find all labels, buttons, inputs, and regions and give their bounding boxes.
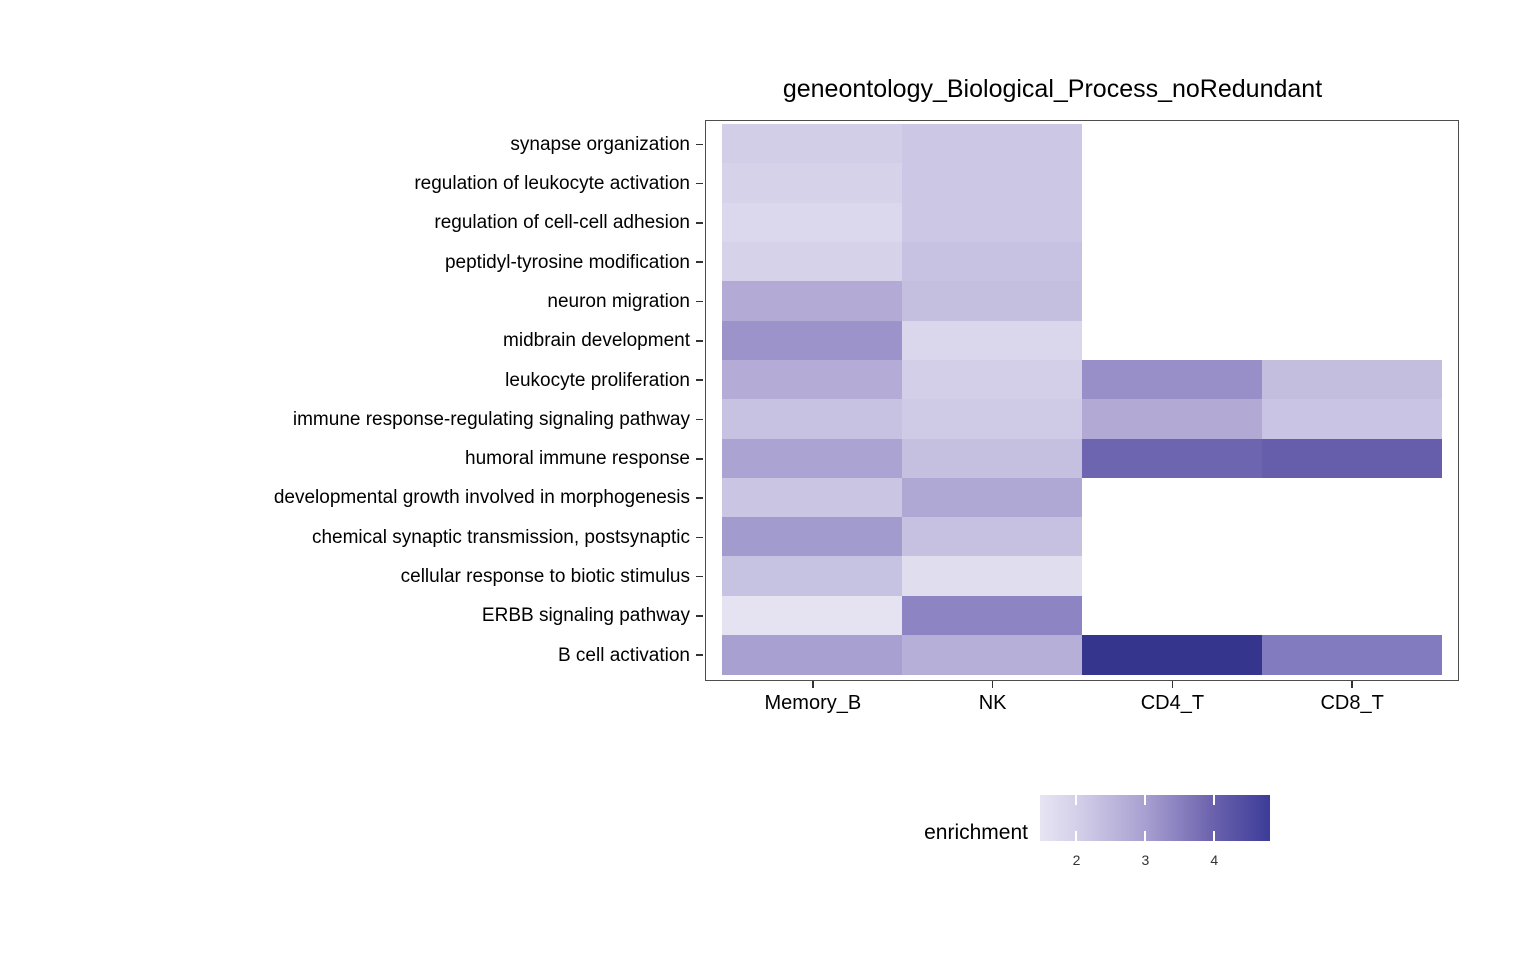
y-axis-tick — [696, 418, 703, 421]
row-label: chemical synaptic transmission, postsyna… — [311, 526, 690, 548]
heatmap-cell — [722, 320, 903, 361]
y-axis-tick — [696, 340, 703, 342]
heatmap-cell — [902, 242, 1083, 282]
legend-tick-mark — [1213, 831, 1216, 841]
heatmap-cell — [722, 281, 903, 322]
y-axis-tick — [696, 575, 703, 578]
x-axis-tick — [1351, 681, 1353, 688]
column-label: Memory_B — [764, 692, 862, 714]
y-axis-tick — [696, 379, 703, 381]
y-axis-tick — [696, 222, 703, 224]
row-label: neuron migration — [547, 290, 690, 312]
heatmap-cell — [1081, 359, 1263, 400]
legend-gradient-bar — [1040, 795, 1270, 841]
row-label: leukocyte proliferation — [505, 369, 690, 391]
heatmap-cell — [722, 242, 903, 282]
heatmap-cell — [722, 477, 903, 518]
row-label: cellular response to biotic stimulus — [400, 566, 690, 587]
heatmap-cell — [722, 556, 903, 597]
column-label: CD4_T — [1140, 692, 1205, 714]
y-axis-tick — [696, 182, 703, 185]
heatmap-cell — [1081, 635, 1263, 675]
heatmap-cell — [902, 320, 1083, 361]
legend-tick-mark — [1144, 831, 1147, 841]
heatmap-panel — [705, 120, 1459, 681]
row-label: immune response-regulating signaling pat… — [292, 408, 690, 430]
heatmap-cell — [902, 595, 1083, 636]
legend-tick-mark — [1075, 831, 1078, 841]
heatmap-cell — [1081, 399, 1263, 439]
x-axis-tick — [812, 681, 814, 688]
legend-title: enrichment — [924, 821, 1028, 844]
legend-tick-mark — [1144, 795, 1147, 805]
heatmap-cell — [722, 399, 903, 439]
y-axis-tick — [696, 654, 703, 657]
chart-title: geneontology_Biological_Process_noRedund… — [782, 75, 1323, 103]
heatmap-cell — [902, 438, 1083, 479]
heatmap-cell — [902, 359, 1083, 400]
heatmap-cell — [902, 202, 1083, 243]
heatmap-cell — [722, 124, 903, 164]
heatmap-cell — [722, 202, 903, 243]
y-axis-tick — [696, 536, 703, 539]
heatmap-cell — [722, 595, 903, 636]
y-axis-tick — [696, 615, 703, 617]
column-label: NK — [978, 692, 1007, 714]
heatmap-cell — [902, 635, 1083, 675]
row-label: midbrain development — [503, 330, 690, 352]
heatmap-cell — [902, 517, 1083, 557]
row-label: peptidyl-tyrosine modification — [444, 251, 690, 273]
y-axis-tick — [696, 497, 703, 499]
row-label: synapse organization — [510, 133, 690, 155]
y-axis-tick — [696, 457, 703, 460]
y-axis-tick — [696, 300, 703, 303]
heatmap-cell — [902, 281, 1083, 322]
legend-tick-label: 2 — [1072, 852, 1081, 868]
y-axis-tick — [696, 261, 703, 264]
heatmap-cell — [902, 477, 1083, 518]
legend-tick-label: 4 — [1210, 852, 1219, 868]
row-label: humoral immune response — [465, 448, 690, 470]
heatmap-cell — [1081, 438, 1263, 479]
x-axis-tick — [1171, 681, 1174, 688]
heatmap-cell — [1261, 399, 1442, 439]
heatmap-cell — [902, 556, 1083, 597]
x-axis-tick — [991, 681, 994, 688]
row-label: ERBB signaling pathway — [481, 605, 690, 627]
legend-tick-mark — [1075, 795, 1078, 805]
row-label: regulation of leukocyte activation — [414, 173, 690, 194]
heatmap-cell — [902, 163, 1083, 204]
heatmap-cell — [722, 438, 903, 479]
heatmap-cell — [902, 399, 1083, 439]
legend-tick-mark — [1213, 795, 1216, 805]
heatmap-cell — [1261, 635, 1442, 675]
legend-tick-label: 3 — [1141, 852, 1150, 868]
column-label: CD8_T — [1320, 692, 1384, 714]
heatmap-cell — [722, 517, 903, 557]
heatmap-cell — [1261, 438, 1442, 479]
heatmap-cell — [902, 124, 1083, 164]
heatmap-cell — [1261, 359, 1442, 400]
row-label: B cell activation — [557, 644, 690, 666]
y-axis-tick — [696, 143, 703, 146]
row-label: regulation of cell-cell adhesion — [434, 212, 690, 234]
heatmap-cell — [722, 163, 903, 204]
heatmap-cell — [722, 359, 903, 400]
row-label: developmental growth involved in morphog… — [273, 487, 690, 509]
heatmap-cell — [722, 635, 903, 675]
